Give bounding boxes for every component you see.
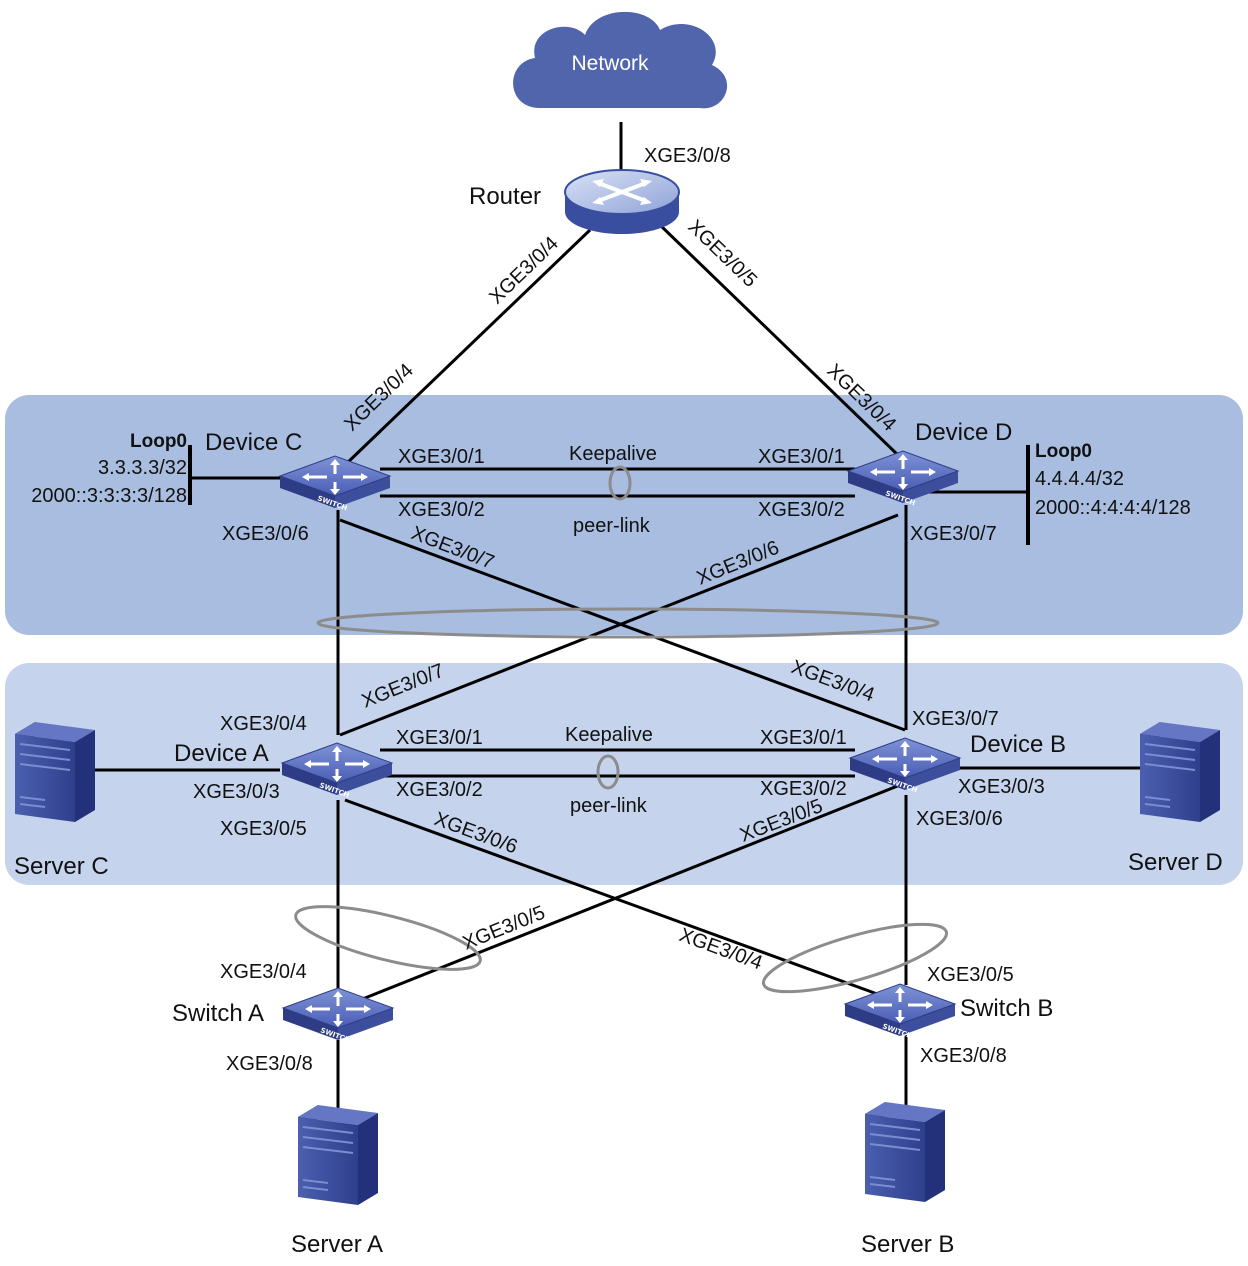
keepalive-cd-label: Keepalive — [569, 443, 657, 465]
device-b-name: Device B — [970, 731, 1066, 758]
server-c-icon — [14, 721, 96, 823]
server-a-icon — [297, 1104, 379, 1206]
server-b-icon — [864, 1101, 946, 1203]
device-a-port-keepalive: XGE3/0/1 — [396, 727, 483, 749]
device-a-port-down: XGE3/0/5 — [220, 818, 307, 840]
switch-a-name: Switch A — [172, 1000, 264, 1027]
switch-a-port-server: XGE3/0/8 — [226, 1053, 313, 1075]
router-port-up: XGE3/0/8 — [644, 145, 731, 167]
server-b-name: Server B — [861, 1231, 954, 1258]
peerlink-ab-label: peer-link — [570, 795, 648, 817]
device-d-port-down: XGE3/0/7 — [910, 523, 997, 545]
device-d-port-keepalive: XGE3/0/1 — [758, 446, 845, 468]
server-d-icon — [1139, 721, 1221, 823]
device-a-name: Device A — [174, 740, 269, 767]
aggregation-markers — [294, 465, 949, 994]
device-b-port-peer: XGE3/0/2 — [760, 778, 847, 800]
device-c-name: Device C — [205, 429, 302, 456]
server-d-name: Server D — [1128, 849, 1223, 876]
device-c-loop-title: Loop0 — [130, 431, 187, 452]
switch-b-name: Switch B — [960, 995, 1053, 1022]
device-d-loop-ipv4: 4.4.4.4/32 — [1035, 468, 1124, 490]
router-name: Router — [469, 183, 541, 210]
server-a-name: Server A — [291, 1231, 383, 1258]
server-c-name: Server C — [14, 853, 109, 880]
zone-core — [5, 395, 1243, 635]
device-c-port-keepalive: XGE3/0/1 — [398, 446, 485, 468]
switch-b-icon: SWITCH — [843, 982, 957, 1041]
device-b-port-keepalive: XGE3/0/1 — [760, 727, 847, 749]
router-icon — [564, 169, 680, 234]
network-cloud: Network — [513, 11, 728, 109]
device-d-name: Device D — [915, 419, 1012, 446]
router-port-right: XGE3/0/5 — [684, 216, 762, 292]
device-b-port-down: XGE3/0/6 — [916, 808, 1003, 830]
device-d-port-peer: XGE3/0/2 — [758, 499, 845, 521]
device-c-port-peer: XGE3/0/2 — [398, 499, 485, 521]
device-c-port-down: XGE3/0/6 — [222, 523, 309, 545]
switch-a-port-up: XGE3/0/4 — [220, 961, 307, 983]
switch-b-port-up: XGE3/0/5 — [927, 964, 1014, 986]
device-b-port-server: XGE3/0/3 — [958, 776, 1045, 798]
device-b-port-up: XGE3/0/7 — [912, 708, 999, 730]
device-c-loop-ipv6: 2000::3:3:3:3/128 — [31, 485, 187, 507]
switch-a-icon: SWITCH — [281, 986, 395, 1045]
device-d-loop-title: Loop0 — [1035, 441, 1092, 462]
keepalive-ab-label: Keepalive — [565, 724, 653, 746]
switch-a-port-cross: XGE3/0/5 — [460, 902, 549, 955]
device-a-port-peer: XGE3/0/2 — [396, 779, 483, 801]
network-label: Network — [571, 52, 649, 75]
peerlink-cd-label: peer-link — [573, 515, 651, 537]
device-c-loop-ipv4: 3.3.3.3/32 — [98, 457, 187, 479]
zone-access-pair — [5, 663, 1243, 885]
device-a-port-up: XGE3/0/4 — [220, 713, 307, 735]
device-d-loop-ipv6: 2000::4:4:4:4/128 — [1035, 497, 1191, 519]
switch-b-port-cross: XGE3/0/4 — [676, 924, 765, 974]
router-port-left: XGE3/0/4 — [485, 233, 563, 309]
switch-b-port-server: XGE3/0/8 — [920, 1045, 1007, 1067]
device-a-port-server: XGE3/0/3 — [193, 781, 280, 803]
